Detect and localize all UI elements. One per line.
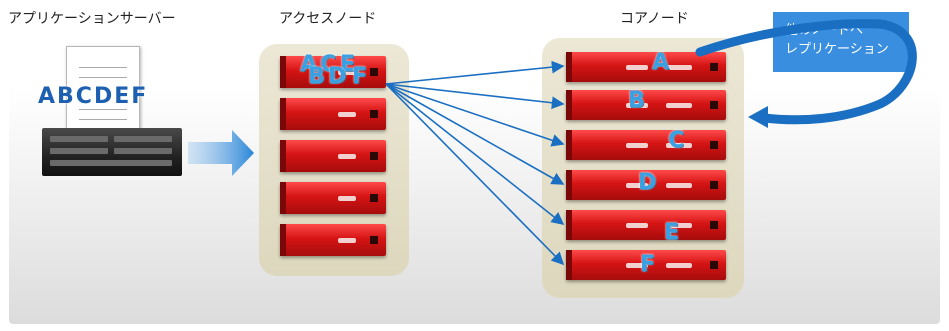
fanout-arrow-a	[385, 60, 565, 85]
core-server-f	[566, 250, 726, 280]
callout-line-2: レプリケーション	[785, 42, 889, 57]
application-server	[42, 128, 182, 176]
core-server-d	[566, 170, 726, 200]
core-server-a	[566, 52, 726, 82]
core-server-c	[566, 130, 726, 160]
access-letter-b: B	[308, 64, 325, 89]
replication-curve-arrow	[695, 19, 917, 128]
core-letter-b: B	[628, 88, 645, 113]
fanout-arrow-f	[385, 83, 565, 266]
core-node-heading: コアノード	[620, 11, 689, 27]
core-letter-c: C	[668, 128, 685, 153]
app-server-heading: アプリケーションサーバー	[8, 11, 176, 27]
app-data-label: ABCDEF	[38, 84, 149, 109]
core-server-b	[566, 90, 726, 120]
background-band	[9, 88, 940, 324]
access-letter-a: A	[300, 52, 318, 77]
access-letter-d: D	[328, 64, 347, 89]
fanout-arrow-c	[385, 83, 565, 147]
core-server-e	[566, 210, 726, 240]
access-letter-c: C	[320, 52, 337, 77]
access-server-1	[280, 56, 386, 88]
access-server-2	[280, 98, 386, 130]
access-node-heading: アクセスノード	[279, 11, 377, 27]
access-server-4	[280, 182, 386, 214]
fanout-arrow-b	[385, 83, 565, 110]
access-letter-e: E	[340, 52, 356, 77]
core-letter-e: E	[664, 220, 680, 245]
app-to-access-arrow	[188, 130, 254, 176]
core-letter-d: D	[638, 170, 657, 195]
access-server-5	[280, 224, 386, 256]
fanout-arrow-d	[385, 83, 565, 185]
core-letter-a: A	[652, 50, 670, 75]
fanout-arrow-e	[385, 83, 565, 225]
core-letter-f: F	[640, 252, 656, 277]
access-letter-f: F	[352, 64, 368, 89]
access-server-3	[280, 140, 386, 172]
